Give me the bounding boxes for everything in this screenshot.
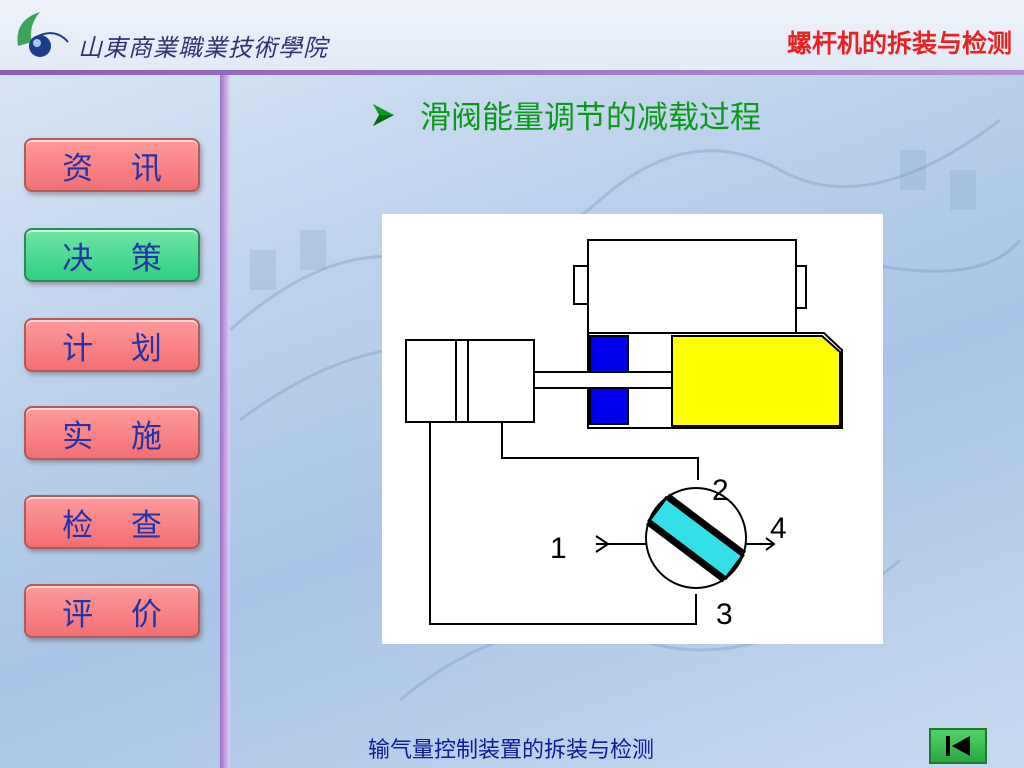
header-bar: 山東商業職業技術學院 螺杆机的拆装与检测 — [0, 0, 1024, 75]
outlet-arrow-icon — [765, 537, 776, 551]
footer-title: 输气量控制装置的拆装与检测 — [368, 738, 655, 763]
nav-button-check[interactable]: 检 查 — [24, 495, 200, 549]
back-to-first-icon — [946, 736, 970, 756]
oil-line-lower — [429, 422, 697, 625]
school-logo-icon — [17, 12, 69, 57]
port-label-4: 4 — [770, 512, 787, 545]
port-label-1: 1 — [550, 532, 567, 565]
sidebar-divider — [220, 75, 230, 768]
port-label-3: 3 — [716, 598, 733, 631]
cylinder-piston — [455, 339, 469, 423]
compressor-tab-left — [573, 265, 589, 305]
nav-button-info[interactable]: 资 讯 — [24, 138, 200, 192]
slide-valve — [671, 335, 841, 427]
compressor-tab-right — [795, 265, 807, 309]
nav-button-implement[interactable]: 实 施 — [24, 406, 200, 460]
compressor-body — [587, 239, 797, 334]
slide-valve-diagram: 1 2 3 4 — [382, 214, 883, 644]
course-title: 螺杆机的拆装与检测 — [786, 29, 1012, 58]
section-heading-text: 滑阀能量调节的减载过程 — [420, 100, 761, 136]
port-label-2: 2 — [712, 474, 729, 507]
arrow-bullet-icon — [373, 103, 394, 126]
hydraulic-cylinder — [405, 339, 535, 423]
school-name: 山東商業職業技術學院 — [78, 34, 328, 62]
back-to-first-button[interactable] — [929, 728, 987, 764]
valve-core — [647, 495, 745, 581]
nav-button-plan[interactable]: 计 划 — [24, 318, 200, 372]
section-heading: 滑阀能量调节的减载过程 — [370, 92, 761, 137]
nav-button-decision[interactable]: 决 策 — [24, 228, 200, 282]
header-divider — [0, 70, 1024, 75]
oil-line-upper — [501, 422, 699, 480]
inlet-arrow-icon — [595, 535, 610, 553]
nav-button-evaluate[interactable]: 评 价 — [24, 584, 200, 638]
